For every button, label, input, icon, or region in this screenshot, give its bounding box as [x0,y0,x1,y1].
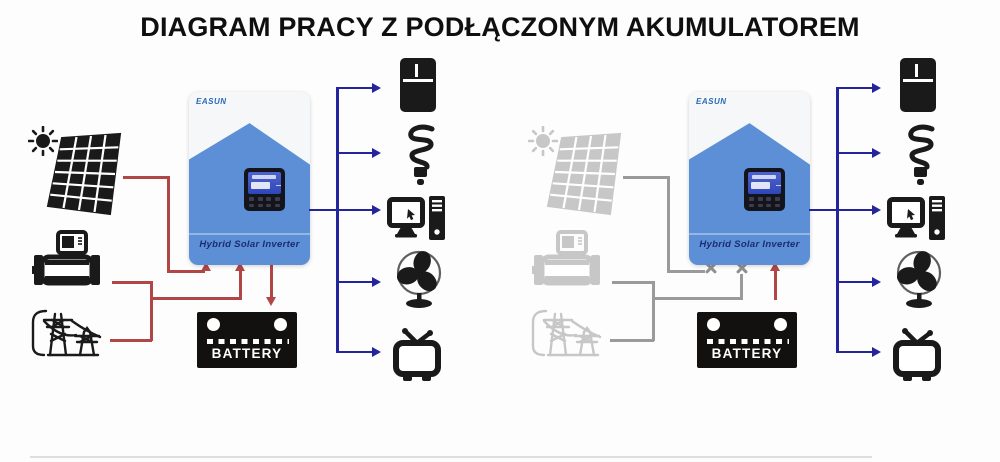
wire-grid-horizontal [110,339,152,342]
wire-junction-to-inverter [652,297,742,300]
arrow-to-tv [372,346,381,357]
sun-icon [527,125,559,157]
fan-icon [896,249,942,309]
wire-to-computer [809,208,873,212]
bottom-divider [30,456,872,458]
battery: BATTERY [697,312,797,368]
arrow-to-bulb [372,147,381,158]
arrow-to-fan [372,276,381,287]
wire-to-refrigerator [836,86,873,90]
inverter-seam [689,233,810,235]
arrow-to-refrigerator [872,82,881,93]
hybrid-inverter: EASUN Hybrid Solar Inverter [689,92,810,265]
wire-inverter-to-battery [270,265,273,297]
wire-to-bulb [336,151,373,155]
computer-icon [887,196,945,242]
battery-terminal [274,318,287,331]
battery-cell-caps [707,339,789,344]
battery: BATTERY [197,312,297,368]
cfl-bulb-icon [403,124,437,188]
wire-solar-horizontal [623,176,669,179]
lcd-buttons [744,197,785,207]
arrow-to-tv [872,346,881,357]
wire-source-junction-vertical [150,281,153,341]
wire-to-refrigerator [336,86,373,90]
inverter-seam [189,233,310,235]
wire-junction-riser [740,274,743,300]
arrow-to-computer [872,204,881,215]
wire-grid-horizontal [610,339,654,342]
fan-icon [396,249,442,309]
sun-icon [27,125,59,157]
wire-solar-to-inverter [167,270,205,273]
wire-solar-to-inverter [667,270,705,273]
wire-solar-vertical [167,176,170,272]
battery-label: BATTERY [711,346,783,361]
battery-label: BATTERY [211,346,283,361]
load-bus-line [336,87,339,353]
arrow-to-bulb [872,147,881,158]
wire-to-fan [336,280,373,284]
cfl-bulb-icon [903,124,937,188]
arrow-discharge-into-inverter [770,262,780,271]
wire-to-bulb [836,151,873,155]
arrow-grid-into-inverter [235,262,245,271]
scene-sources-charging: EASUN Hybrid Solar Inverter BATTERY [27,58,445,383]
lcd-screen [748,172,781,194]
hybrid-inverter: EASUN Hybrid Solar Inverter [189,92,310,265]
wire-solar-vertical [667,176,670,272]
inverter-lcd-panel [744,168,785,211]
refrigerator-icon [400,58,436,112]
inverter-lcd-panel [244,168,285,211]
refrigerator-icon [900,58,936,112]
solar-panel-icon [546,132,624,220]
solar-panel-icon [46,132,124,220]
arrow-to-computer [372,204,381,215]
wire-to-computer [309,208,373,212]
wire-solar-horizontal [123,176,169,179]
wire-to-tv [836,350,873,354]
inverter-brand-logo: EASUN [196,97,227,106]
arrow-to-refrigerator [372,82,381,93]
arrow-to-fan [872,276,881,287]
inverter-label: Hybrid Solar Inverter [199,239,300,250]
wire-source-junction-vertical [652,281,655,341]
lcd-buttons [244,197,285,207]
generator-icon [532,230,602,288]
computer-icon [387,196,445,242]
arrow-charge-battery [266,297,276,306]
battery-cell-caps [207,339,289,344]
inverter-brand-logo: EASUN [696,97,727,106]
generator-icon [32,230,102,288]
load-bus-line [836,87,839,353]
battery-terminal [774,318,787,331]
battery-terminal [707,318,720,331]
scene-battery-discharge: EASUN Hybrid Solar Inverter BATTERY [500,0,1000,462]
wire-junction-to-inverter [150,297,241,300]
power-grid-icon [28,308,108,360]
wire-generator-horizontal [612,281,654,284]
power-grid-icon [528,308,608,360]
lcd-screen [248,172,281,194]
wire-generator-horizontal [112,281,152,284]
page-title: DIAGRAM PRACY Z PODŁĄCZONYM AKUMULATOREM [140,12,860,42]
tv-icon [893,327,941,383]
inverter-label: Hybrid Solar Inverter [699,239,800,250]
wire-to-fan [836,280,873,284]
wire-to-tv [336,350,373,354]
battery-terminal [207,318,220,331]
wire-junction-riser [239,271,242,300]
tv-icon [393,327,441,383]
wire-battery-to-inverter [774,271,777,300]
arrow-solar-into-inverter [201,262,211,271]
